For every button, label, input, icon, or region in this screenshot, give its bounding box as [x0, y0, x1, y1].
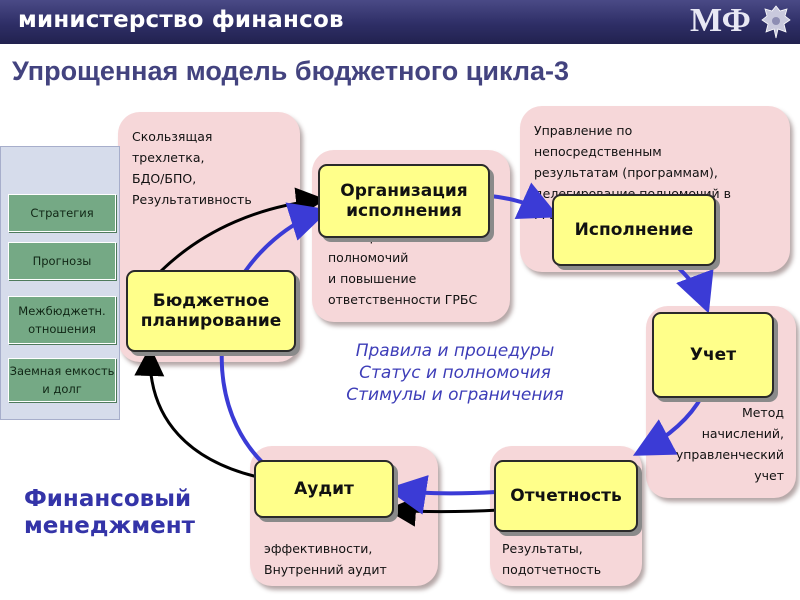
header-bar: министерство финансов МФ [0, 0, 800, 44]
ministry-logo: МФ [686, 0, 760, 44]
side-item-forecasts: Прогнозы [8, 242, 116, 280]
logo-text: МФ [690, 2, 751, 39]
accounting-panel-text: Метод начислений, управленческий учет [675, 405, 784, 483]
arrow-accounting-to-reporting [632, 395, 704, 456]
arrow-execution-to-accounting [670, 260, 714, 314]
arrow-planning-to-organization [158, 187, 326, 274]
node-accounting: Учет [652, 312, 774, 398]
center-principles: Правила и процедуры Статус и полномочия … [346, 341, 564, 405]
arrow-reporting-to-audit-blue [386, 475, 497, 515]
node-execution: Исполнение [552, 194, 716, 266]
side-item-strategy: Стратегия [8, 194, 116, 232]
node-reporting: Отчетность [494, 460, 638, 532]
ministry-name: министерство финансов [18, 7, 344, 33]
emblem-icon [761, 5, 791, 39]
planning-panel-text: Скользящая трехлетка, БДО/БПО, Результат… [132, 129, 252, 207]
arrow-audit-to-planning [134, 346, 263, 480]
reporting-panel-text: Результаты, подотчетность [502, 541, 602, 577]
node-organization-of-execution: Организация исполнения [318, 164, 490, 238]
arrow-reporting-to-audit [386, 496, 501, 527]
arrow-organization-to-execution [489, 182, 560, 219]
audit-panel-text: эффективности, Внутренний аудит [264, 541, 387, 577]
side-item-debt-capacity: Заемная емкость и долг [8, 358, 116, 402]
side-item-intergov-relations: Межбюджетн. отношения [8, 296, 116, 344]
slide-title: Упрощенная модель бюджетного цикла-3 [12, 56, 569, 86]
node-audit: Аудит [254, 460, 394, 518]
node-budget-planning: Бюджетное планирование [126, 270, 296, 352]
financial-management-label: Финансовый менеджмент [24, 486, 195, 539]
